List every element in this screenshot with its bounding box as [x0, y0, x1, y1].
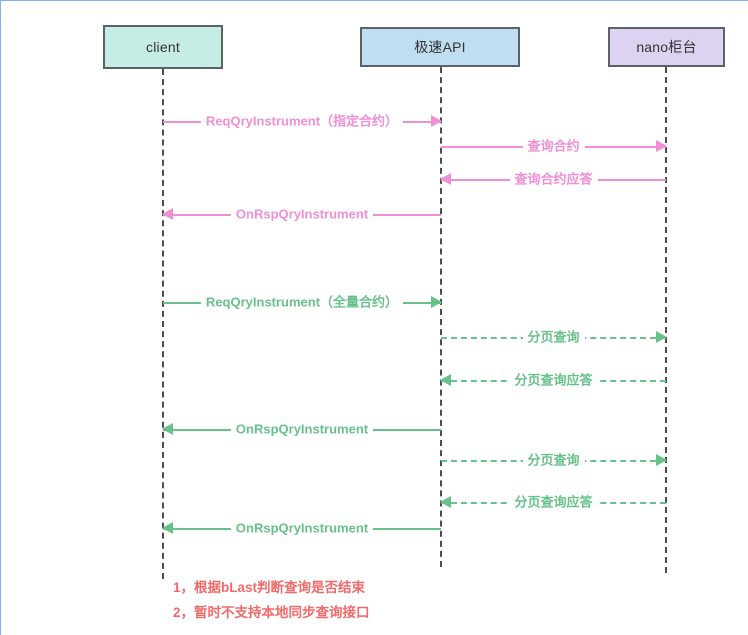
message-label: 分页查询应答 [509, 373, 598, 387]
message-arrow[interactable]: 分页查询应答 [440, 489, 666, 515]
message-label: OnRspQryInstrument [230, 207, 374, 221]
participant-label: 极速API [414, 39, 466, 55]
message-label: 查询合约应答 [509, 172, 598, 186]
lifeline-client [162, 69, 164, 579]
participant-label: nano柜台 [636, 39, 697, 55]
arrowhead-left-icon [440, 496, 451, 508]
participant-box-api[interactable]: 极速API [360, 27, 520, 67]
message-arrow[interactable]: ReqQryInstrument（全量合约） [163, 289, 442, 315]
lifeline-nano [665, 67, 667, 573]
message-label: OnRspQryInstrument [230, 422, 374, 436]
message-label: 查询合约 [522, 139, 585, 153]
participant-box-client[interactable]: client [103, 25, 223, 69]
message-arrow[interactable]: ReqQryInstrument（指定合约） [163, 108, 442, 134]
diagram-note: 1，根据bLast判断查询是否结束 [173, 580, 366, 595]
message-arrow[interactable]: OnRspQryInstrument [162, 201, 441, 227]
message-arrow[interactable]: 查询合约应答 [440, 166, 666, 192]
message-label: OnRspQryInstrument [230, 521, 374, 535]
message-arrow[interactable]: OnRspQryInstrument [162, 416, 441, 442]
participant-box-nano[interactable]: nano柜台 [608, 27, 725, 67]
message-arrow[interactable]: 分页查询 [441, 447, 667, 473]
arrowhead-right-icon [656, 331, 667, 343]
arrowhead-right-icon [431, 296, 442, 308]
message-label: ReqQryInstrument（指定合约） [200, 114, 404, 128]
message-label: 分页查询应答 [509, 495, 598, 509]
arrowhead-right-icon [656, 140, 667, 152]
arrowhead-left-icon [440, 173, 451, 185]
arrowhead-right-icon [431, 115, 442, 127]
arrowhead-left-icon [440, 374, 451, 386]
arrowhead-right-icon [656, 454, 667, 466]
message-arrow[interactable]: 分页查询应答 [440, 367, 666, 393]
message-arrow[interactable]: 查询合约 [441, 133, 667, 159]
arrowhead-left-icon [162, 208, 173, 220]
message-label: 分页查询 [522, 453, 585, 467]
arrowhead-left-icon [162, 423, 173, 435]
diagram-note: 2，暂时不支持本地同步查询接口 [173, 605, 370, 620]
message-arrow[interactable]: 分页查询 [441, 324, 667, 350]
participant-label: client [146, 39, 180, 55]
message-arrow[interactable]: OnRspQryInstrument [162, 515, 441, 541]
lifeline-api [440, 67, 442, 567]
arrowhead-left-icon [162, 522, 173, 534]
message-label: ReqQryInstrument（全量合约） [200, 295, 404, 309]
message-label: 分页查询 [522, 330, 585, 344]
